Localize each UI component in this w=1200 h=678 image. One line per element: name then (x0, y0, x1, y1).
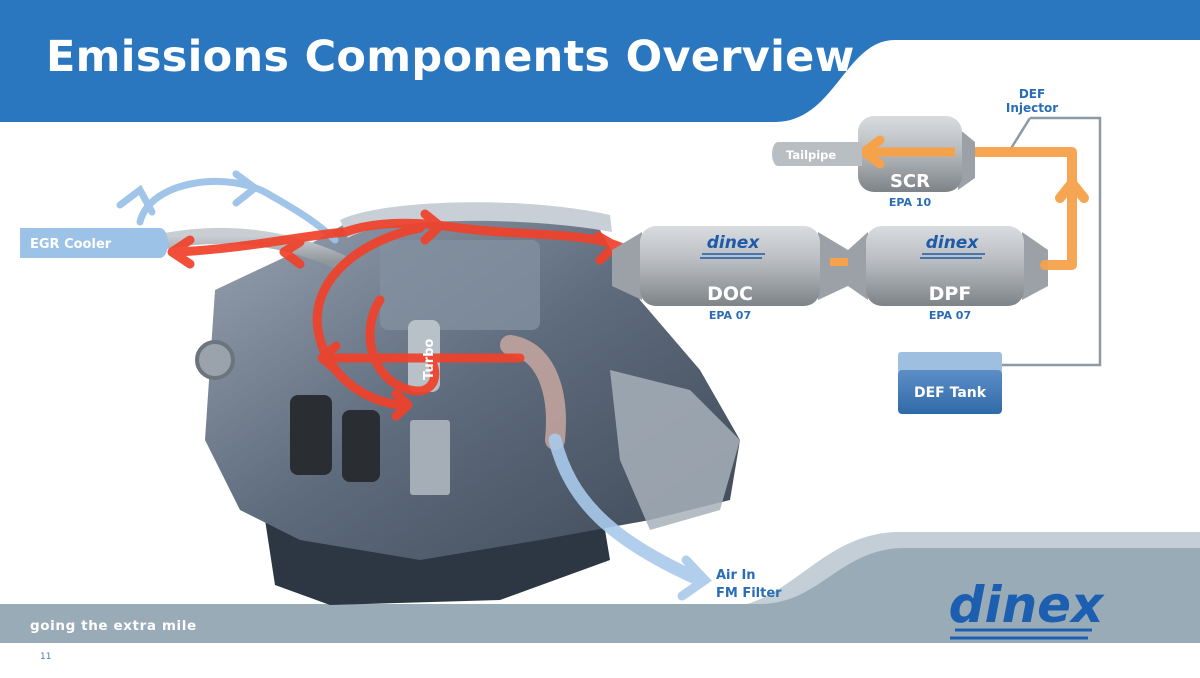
air-in-label-line2: FM Filter (716, 586, 782, 601)
dpf-canister: dinex DPF EPA 07 (848, 226, 1048, 322)
air-flow-top (116, 170, 339, 244)
egr-cooler: EGR Cooler (20, 228, 168, 258)
def-tank-label: DEF Tank (914, 385, 987, 401)
tailpipe-label: Tailpipe (786, 148, 836, 162)
exhaust-arrow-head-6 (317, 341, 341, 375)
tailpipe-body (772, 142, 862, 166)
dpf-standard: EPA 07 (929, 309, 971, 322)
scr-inlet-cone (958, 128, 975, 190)
intake-elbow (500, 335, 566, 450)
def-line (1000, 116, 1102, 367)
air-flow-bottom (548, 433, 712, 601)
valve-cover (380, 240, 540, 330)
exhaust-arrow-head-4 (593, 231, 620, 265)
engine (152, 202, 740, 605)
dpf-label: DPF (929, 283, 972, 305)
air-in-path (548, 433, 707, 587)
turbo-label: Turbo (422, 339, 437, 380)
scr-label: SCR (890, 171, 930, 192)
exhaust-arrow-head-2 (279, 237, 305, 269)
air-arrow-head-2 (232, 170, 261, 207)
def-injector-leader (1008, 117, 1032, 151)
page-number: 11 (40, 652, 52, 662)
footer-band (0, 548, 1200, 646)
tailpipe: Tailpipe (772, 142, 862, 166)
exhaust-arrow-head-1 (167, 235, 195, 269)
air-in: Air In FM Filter (716, 568, 782, 601)
dinex-logo: dinex (949, 576, 1105, 640)
scr-arrow-left (859, 135, 885, 169)
doc-label: DOC (707, 283, 753, 305)
dpf-body (866, 226, 1024, 306)
air-arrow-head-1 (116, 184, 156, 216)
def-tank-top (898, 352, 1002, 374)
exhaust-arrow-head-7 (391, 389, 413, 421)
egr-cooler-body (20, 228, 168, 258)
header-band (0, 0, 1200, 122)
engine-block-body (205, 205, 740, 560)
def-tank: DEF Tank (898, 352, 1002, 414)
air-in-arrow-head (677, 555, 712, 601)
def-tank-body (898, 370, 1002, 414)
dpf-outlet-cone (1022, 232, 1048, 300)
doc-brand-underline (700, 253, 765, 259)
ecm-module (410, 420, 450, 495)
dinex-logo-stripes (950, 628, 1092, 640)
footer-tagline: going the extra mile (30, 618, 197, 634)
dpf-inlet-cone (848, 232, 868, 300)
exhaust-recirc-loop (312, 223, 425, 410)
flywheel-housing (610, 370, 740, 530)
doc-standard: EPA 07 (709, 309, 751, 322)
pulley (195, 340, 235, 380)
egr-pipe (152, 227, 348, 270)
scr-canister: SCR EPA 10 (858, 116, 975, 209)
def-supply-line (1000, 116, 1102, 367)
exhaust-upper-loop (340, 218, 665, 267)
footer-white-strip (0, 643, 1200, 674)
def-injector-label-line2: Injector (1006, 101, 1058, 115)
air-in-label-line1: Air In (716, 568, 756, 583)
exhaust-arrow-head-3 (420, 209, 445, 245)
dinex-logo-text: dinex (949, 576, 1105, 634)
doc-brand: dinex (707, 233, 761, 253)
egr-cooler-label: EGR Cooler (30, 237, 112, 252)
exhaust-inner-loop (365, 295, 440, 396)
scr-feed-line (953, 147, 1077, 270)
def-arrow-up (1055, 178, 1089, 203)
doc-canister: dinex DOC EPA 07 (612, 226, 852, 322)
scr-standard: EPA 10 (889, 196, 932, 209)
fuel-filter-left (290, 395, 332, 475)
doc-inlet-cone (612, 232, 642, 300)
exhaust-main-line (173, 227, 350, 257)
def-injector-label-line1: DEF (1019, 87, 1045, 101)
doc-body (640, 226, 820, 306)
page-title: Emissions Components Overview (46, 32, 855, 82)
fuel-filter-right (342, 410, 380, 482)
def-injector: DEF Injector (1006, 87, 1058, 115)
dpf-brand-underline (920, 253, 985, 259)
intake-manifold (340, 202, 612, 238)
dpf-brand: dinex (926, 233, 980, 253)
